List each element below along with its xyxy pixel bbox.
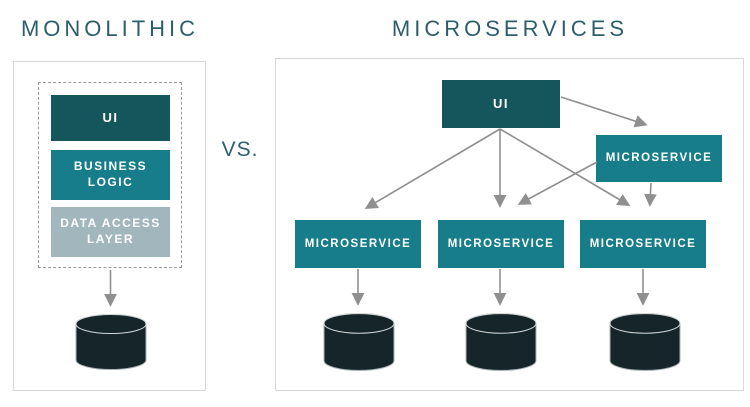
microservice-node-middle: MICROSERVICE [438, 220, 564, 268]
monolithic-title: MONOLITHIC [20, 16, 200, 41]
monolith-boundary-dashed-box [38, 82, 182, 268]
microservice-node-top: MICROSERVICE [596, 135, 722, 182]
database-cylinder-icon [465, 313, 537, 371]
database-cylinder-icon [609, 313, 681, 371]
microservices-title: MICROSERVICES [391, 16, 629, 41]
microservice-node-left: MICROSERVICE [295, 220, 421, 268]
monolith-data-access-layer: DATA ACCESS LAYER [51, 207, 170, 257]
monolith-business-logic-layer: BUSINESS LOGIC [51, 150, 170, 200]
vs-label: VS. [221, 138, 259, 161]
database-cylinder-icon [75, 314, 147, 370]
database-cylinder-icon [323, 313, 395, 371]
monolith-ui-layer: UI [51, 95, 170, 141]
microservice-node-right: MICROSERVICE [580, 220, 706, 268]
microservices-ui-node: UI [442, 80, 560, 128]
